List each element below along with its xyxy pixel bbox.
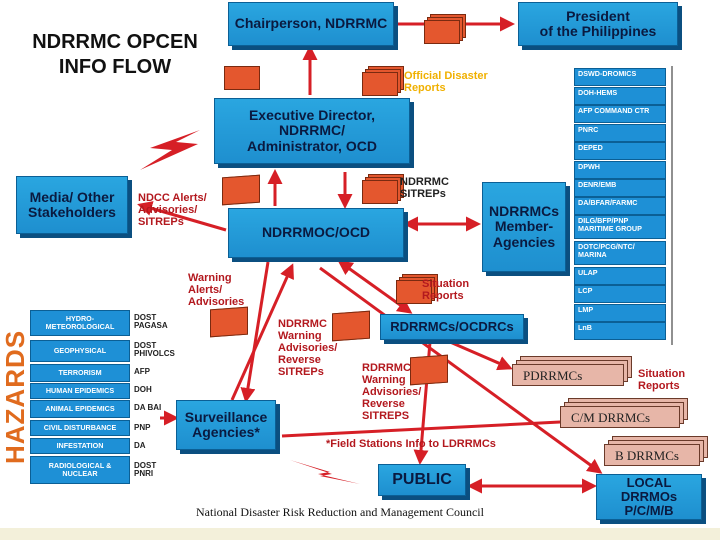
agency-item: DEPED: [574, 142, 666, 160]
hazard-item: RADIOLOGICAL & NUCLEAR: [30, 456, 130, 484]
warning-document-icon: [210, 306, 248, 338]
hazard-item: CIVIL DISTURBANCE: [30, 420, 130, 436]
arrow-rdrrmcs-pdrrmcs: [449, 340, 513, 371]
agency-item: LnB: [574, 322, 666, 340]
agency-item: DA/BFAR/FARMC: [574, 197, 666, 215]
report-stack-chair-icon: [424, 20, 460, 44]
hazard-agency: DOST PHIVOLCS: [134, 341, 175, 359]
hazard-item: HUMAN EPIDEMICS: [30, 383, 130, 399]
bottom-bar: [0, 528, 720, 540]
sitrep-stack-icon: [362, 180, 398, 204]
footer-council-name: National Disaster Risk Reduction and Man…: [196, 505, 484, 519]
situation-reports-label-2: Situation Reports: [638, 368, 686, 393]
situation-report-stack-icon: [396, 280, 432, 304]
hazard-item: ANIMAL EPIDEMICS: [30, 400, 130, 418]
public-box: PUBLIC: [378, 464, 466, 496]
alert-document-icon: [222, 174, 260, 206]
arrow-surveillance-ndrrmoc: [230, 263, 294, 401]
hazard-item: HYDRO- METEOROLOGICAL: [30, 310, 130, 336]
arrow-surveillance-local: [281, 413, 603, 438]
report-document-icon: [224, 66, 260, 90]
executive-director-box: Executive Director, NDRRMC/ Administrato…: [214, 98, 410, 164]
warning-alerts-label: Warning Alerts/ Advisories: [188, 272, 245, 309]
hazard-agency: DA BAI: [134, 403, 162, 412]
surveillance-agencies-box: Surveillance Agencies*: [176, 400, 276, 450]
agency-item: DOH-HEMS: [574, 87, 666, 105]
hazards-vertical-title: HAZARDS: [0, 329, 30, 465]
report-stack-icon: [362, 72, 398, 96]
agency-item: DPWH: [574, 161, 666, 179]
situation-reports-label: Situation Reports: [422, 278, 470, 303]
agency-item: AFP COMMAND CTR: [574, 105, 666, 123]
hazard-agency: DOH: [134, 385, 152, 394]
rdrrmc-warning-label: RDRRMC Warning Advisories/ Reverse SITRE…: [362, 362, 422, 423]
member-agencies-box: NDRRMCs Member- Agencies: [482, 182, 566, 272]
agency-item: DILG/BFP/PNP MARITIME GROUP: [574, 215, 666, 239]
agency-item: PNRC: [574, 124, 666, 142]
hazard-agency: AFP: [134, 367, 150, 376]
ndrrmc-sitreps-label: NDRRMC SITREPs: [400, 176, 449, 201]
ndcc-alerts-label: NDCC Alerts/ Advisories/ SITREPs: [138, 192, 207, 229]
lightning-bolt-media: [140, 130, 200, 170]
arrow-ndrrmoc-local: [319, 266, 603, 474]
ndrrmc-warning-doc-icon: [332, 310, 370, 342]
agency-item: DENR/EMB: [574, 179, 666, 197]
agency-item: DOTC/PCG/NTC/ MARINA: [574, 241, 666, 265]
hazard-item: TERRORISM: [30, 364, 130, 382]
hazard-item: GEOPHYSICAL: [30, 340, 130, 362]
arrow-ndrrmoc-surveillance: [240, 261, 270, 403]
president-box: President of the Philippines: [518, 2, 678, 46]
hazard-item: INFESTATION: [30, 438, 130, 454]
agency-item: ULAP: [574, 267, 666, 285]
hazard-agency: PNP: [134, 423, 151, 432]
cm-drrmcs-stack: C/M DRRMCs: [560, 406, 680, 428]
ndrrmc-warning-label: NDRRMC Warning Advisories/ Reverse SITRE…: [278, 318, 338, 379]
arrow-ndrrmoc-media: [137, 201, 227, 232]
chairperson-box: Chairperson, NDRRMC: [228, 2, 394, 46]
field-stations-label: *Field Stations Info to LDRRMCs: [326, 438, 496, 450]
hazard-agency: DOST PNRI: [134, 461, 157, 479]
hazard-agency: DOST PAGASA: [134, 313, 168, 331]
lightning-bolt-public-left: [290, 460, 360, 484]
rdrrmcs-box: RDRRMCs/OCDRCs: [380, 314, 524, 340]
official-reports-label: Official Disaster Reports: [404, 70, 488, 95]
local-drrmos-box: LOCAL DRRMOs P/C/M/B: [596, 474, 702, 520]
b-drrmcs-stack: B DRRMCs: [604, 444, 700, 466]
agency-item: LMP: [574, 304, 666, 322]
agency-item: LCP: [574, 285, 666, 303]
agency-item: DSWD-DROMICS: [574, 68, 666, 86]
media-stakeholders-box: Media/ Other Stakeholders: [16, 176, 128, 234]
pdrrmcs-stack: PDRRMCs: [512, 364, 624, 386]
hazard-agency: DA: [134, 441, 146, 450]
ndrrmoc-box: NDRRMOC/OCD: [228, 208, 404, 258]
page-title: NDRRMC OPCEN INFO FLOW: [32, 31, 198, 78]
